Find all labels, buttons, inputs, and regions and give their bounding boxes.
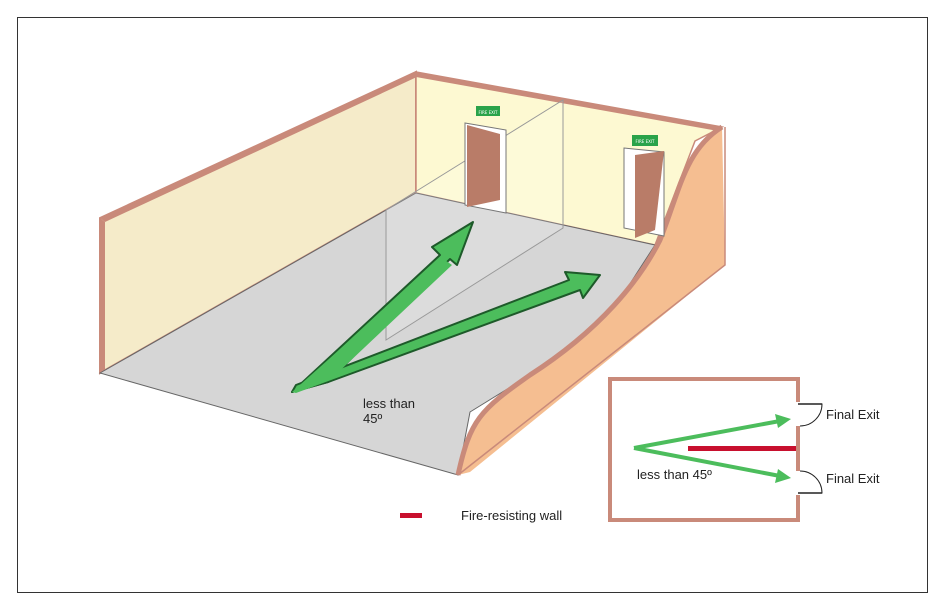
legend-swatch [400,513,422,518]
exit-gap-bottom [796,471,800,495]
cutaway-wall-base [457,127,726,476]
plan-arrow-bottom-head [775,469,791,483]
angle-label-line2: 45º [363,411,383,426]
exit-sign-left [476,106,500,116]
plan-arrow-bottom [633,446,781,478]
exit-gap-top [796,402,800,426]
exit-sign-right [632,135,658,146]
legend-label: Fire-resisting wall [461,508,563,523]
back-wall-top-edge [416,72,722,131]
escape-arrows-fill [292,258,574,393]
diagram-frame [17,17,928,593]
plan-angle-label: less than 45º [637,467,712,482]
plan-arrow-top [633,419,781,450]
door-right [635,151,664,238]
left-wall-end-edge [100,218,105,373]
fire-resisting-wall [688,446,796,451]
exit-sign-right-text: FIRE EXIT [636,139,656,144]
door-left [467,125,500,207]
cutaway-wall-edge [455,124,724,476]
exit-door-bottom [798,470,823,494]
final-exit-top-label: Final Exit [826,407,880,422]
left-wall-top-edge [100,72,419,222]
final-exit-bottom-label: Final Exit [826,471,880,486]
angle-label-line1: less than [363,396,416,411]
exit-sign-left-text: FIRE EXIT [479,110,499,115]
cutaway-wall [458,127,725,475]
plan-arrow-top-head [775,414,791,428]
exit-door-top [798,403,823,427]
